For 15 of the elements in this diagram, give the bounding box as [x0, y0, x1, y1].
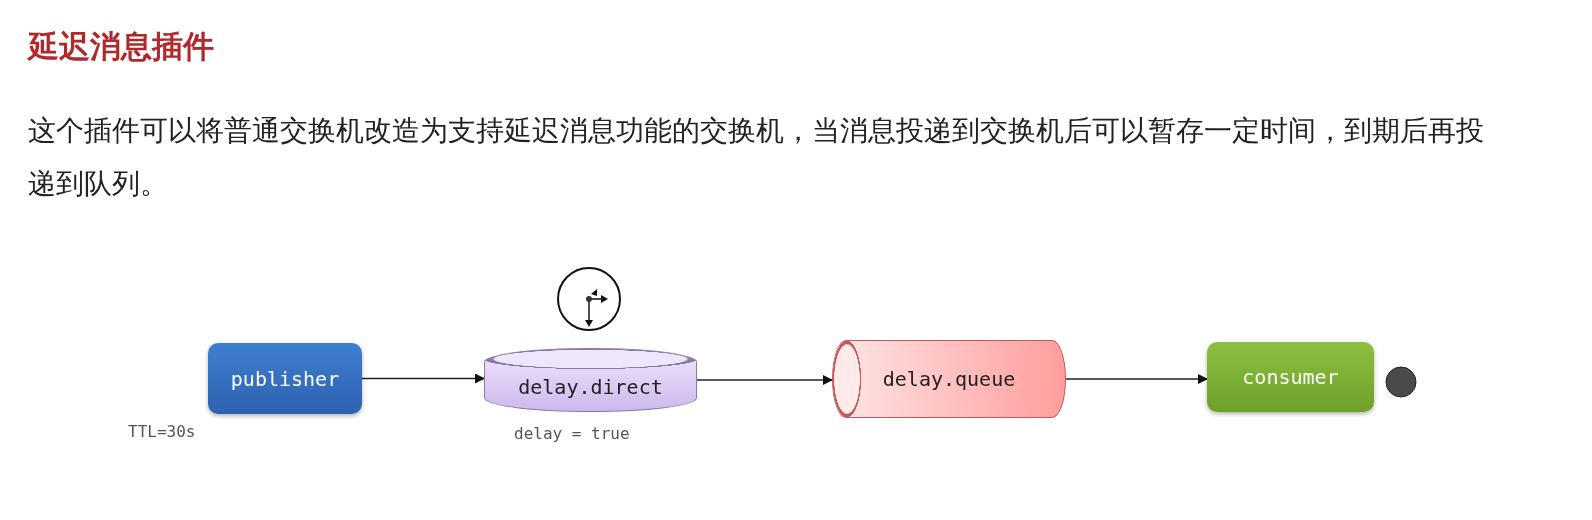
process-box — [1207, 342, 1374, 412]
description-text: 这个插件可以将普通交换机改造为支持延迟消息功能的交换机，当消息投递到交换机后可以暂存一定时间，到期后再投递到队列。 — [28, 113, 1485, 202]
queue-cylinder — [832, 340, 1066, 418]
process-box — [208, 343, 362, 414]
node-label: delay.direct — [518, 375, 663, 399]
node-label: publisher — [230, 366, 340, 391]
slide-title: 延迟消息插件 — [28, 27, 214, 66]
node-label: consumer — [1242, 365, 1339, 389]
arrow — [696, 375, 833, 385]
annotation-text: delay = true — [514, 424, 630, 443]
annotation-text: TTL=30s — [128, 422, 196, 441]
node-label: delay.queue — [882, 367, 1016, 391]
arrow — [1065, 374, 1208, 384]
exchange-cylinder — [484, 348, 697, 412]
arrow — [361, 373, 485, 384]
